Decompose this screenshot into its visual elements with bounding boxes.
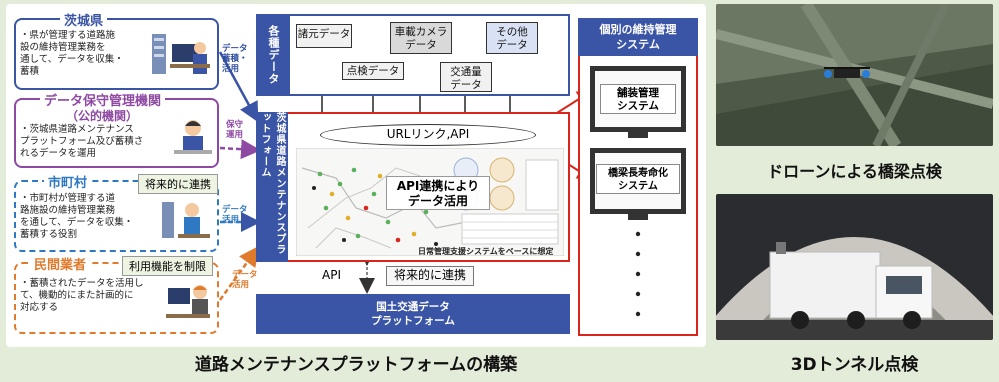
text-line: て、機動的にまた計画的に [20,290,134,301]
stakeholder-custody-title: データ保守管理機関 [40,90,166,109]
text-line: 蓄積する役割 [20,229,78,240]
url-api-ellipse: URLリンク,API [320,124,536,146]
national-future-label: 将来的に連携 [386,266,474,286]
url-api-label: URLリンク,API [386,127,470,141]
map-note: 日常管理支援システムをベースに想定 [418,247,554,256]
caption-drone: ドローンによる橋梁点検 [767,162,942,181]
text-line: れるデータを運用 [20,148,97,159]
text-line: 蓄積・ [222,54,248,64]
text-line: 対応する [20,302,59,313]
text-line: ・茨城県道路メンテナンス [20,124,134,135]
data-tile-traffic: 交通量 データ [440,62,492,92]
operator-illustration [174,120,212,154]
data-tile-spec: 諸元データ [296,24,352,48]
monitor-pavement-stand [628,132,648,138]
data-tile-vehicle-camera: 車載カメラ データ [390,22,452,54]
text-line: 路施設の維持管理業務 [20,205,116,216]
tag-data-use-private: データ 活用 [232,270,258,290]
text-line: 通して、データを収集・ [20,54,124,65]
stakeholder-custody-subtitle: （公的機関） [66,109,139,123]
text-line: プラットフォーム及び蓄積さ [20,136,144,147]
stakeholder-municipality-text: ・市町村が管理する道 路施設の維持管理業務 を通して、データを収集・ 蓄積する役… [20,193,150,241]
office-worker-illustration [152,34,210,74]
text-line: 蓄積 [20,66,40,77]
api-coop-callout: API連携により データ活用 [386,176,490,210]
national-api-label: API [322,268,341,282]
text-line: データ [222,44,248,54]
text-line: を通して、データを収集・ [20,217,134,228]
text-line: ・蓄積されたデータを活用し [20,278,144,289]
text-line: 活用 [222,64,240,74]
drone-bridge-photo [716,4,993,146]
caption-main: 道路メンテナンスプラットフォームの構築 [194,355,518,375]
text-line: ・県が管理する道路施 [20,30,116,41]
text-line: 活用 [232,280,250,290]
text-line: データ [222,205,248,215]
individual-systems-title: 個別の維持管理 システム [578,18,698,56]
tag-data-use-municipal: データ 活用 [222,205,248,225]
monitor-bridge-stand [628,214,648,220]
individual-systems-title-text: 個別の維持管理 システム [599,23,677,51]
text-line: 保守 [226,120,244,130]
stakeholder-ibaraki-title: 茨城県 [60,10,108,29]
data-tile-other: その他 データ [486,22,538,54]
text-line: データ [232,270,258,280]
stakeholder-private-text: ・蓄積されたデータを活用し て、機動的にまた計画的に 対応する [20,278,160,314]
national-data-platform-name: 国土交通データ プラットフォーム [371,301,455,327]
text-line: ・市町村が管理する道 [20,193,116,204]
text-line: 運用 [226,130,244,140]
tunnel-truck-photo [716,194,993,340]
stakeholder-ibaraki-text: ・県が管理する道路施 設の維持管理業務を 通して、データを収集・ 蓄積 [20,30,150,78]
private-limited-label: 利用機能を制限 [122,256,213,276]
stakeholder-custody-text: ・茨城県道路メンテナンス プラットフォーム及び蓄積さ れるデータを運用 [20,124,170,160]
system-bridge: 橋梁長寿命化 システム [596,164,680,194]
stakeholder-private-title: 民間業者 [30,254,91,273]
stakeholder-municipality-title: 市町村 [44,172,92,191]
text-line: 活用 [222,215,240,225]
platform-label: 茨城県道路メンテナンスプラットフォーム [256,112,288,262]
caption-tunnel: 3Dトンネル点検 [790,355,919,375]
system-pavement: 舗装管理 システム [600,84,676,114]
municipality-future-label: 将来的に連携 [138,174,218,194]
tag-data-store-use: データ 蓄積・ 活用 [222,44,248,74]
tag-maintain-operate: 保守 運用 [226,120,243,140]
more-systems-ellipsis [635,231,641,317]
text-line: 設の維持管理業務を [20,42,106,53]
national-data-platform: 国土交通データ プラットフォーム [256,294,570,334]
data-types-label: 各種データ [256,14,290,96]
data-tile-inspection: 点検データ [342,62,404,80]
municipal-worker-illustration [162,202,210,238]
contractor-illustration [166,285,210,318]
